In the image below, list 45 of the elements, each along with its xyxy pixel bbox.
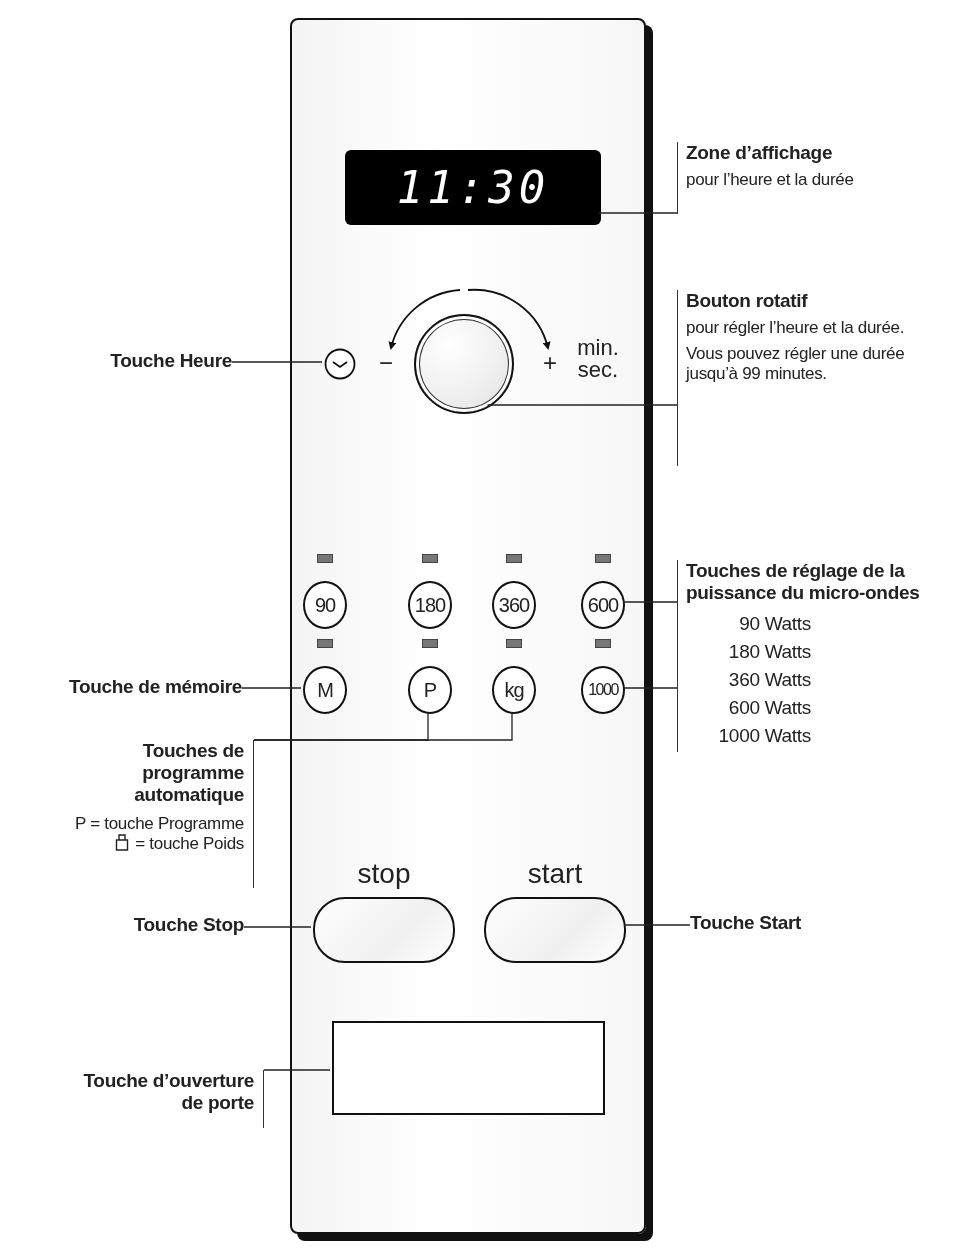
round-key: kg bbox=[492, 666, 536, 714]
minus-sign: − bbox=[378, 348, 394, 378]
power-value: 360 Watts bbox=[727, 668, 811, 692]
power-value: 600 Watts bbox=[727, 696, 811, 720]
callout-title: Zone d’affichage bbox=[686, 142, 834, 164]
leader-line bbox=[622, 601, 678, 603]
leader-line bbox=[623, 924, 691, 926]
power-value: 1000 Watts bbox=[717, 724, 811, 748]
power-value: 90 Watts bbox=[738, 612, 811, 636]
callout-title: Touche Start bbox=[690, 912, 803, 934]
callout-title: Touche d’ouverture de porte bbox=[82, 1070, 254, 1114]
callout-text: pour régler l’heure et la durée. bbox=[686, 318, 906, 338]
round-key: M bbox=[303, 666, 347, 714]
leader-line bbox=[622, 687, 678, 689]
round-key: 180 bbox=[408, 581, 452, 629]
door-release-key bbox=[332, 1021, 605, 1115]
callout-text: = touche Poids bbox=[135, 834, 244, 853]
display-screen: 11:30 bbox=[345, 150, 601, 225]
round-key: P bbox=[408, 666, 452, 714]
leader-line bbox=[486, 404, 678, 406]
power-value: 180 Watts bbox=[727, 640, 811, 664]
round-key: 600 bbox=[581, 581, 625, 629]
leader-line bbox=[263, 1069, 331, 1071]
callout-title: Bouton rotatif bbox=[686, 290, 809, 312]
unit-label: min. sec. bbox=[576, 337, 620, 381]
callout-text: Vous pouvez régler une durée jusqu’à 99 minutes. bbox=[686, 344, 906, 384]
leader-line bbox=[241, 687, 302, 689]
callout-title: Touches de programme automatique bbox=[133, 740, 244, 806]
callout-title: Touche de mémoire bbox=[68, 676, 242, 698]
key-caption: stop bbox=[356, 857, 412, 891]
round-key: 90 bbox=[303, 581, 347, 629]
key-caption: start bbox=[526, 857, 584, 891]
round-key: 360 bbox=[492, 581, 536, 629]
callout-title: Touche Stop bbox=[132, 914, 244, 936]
callout-title: Touches de réglage de la puissance du micro-ondes bbox=[686, 560, 921, 604]
callout-text: P = touche Programme bbox=[74, 814, 244, 834]
round-key: 1000 bbox=[581, 666, 625, 714]
leader-line bbox=[231, 361, 323, 363]
leader-line bbox=[598, 212, 678, 214]
leader-line bbox=[243, 926, 312, 928]
callout-title: Touche Heure bbox=[109, 350, 232, 372]
clock-icon bbox=[324, 348, 356, 380]
leader-line bbox=[253, 711, 513, 741]
plus-sign: + bbox=[542, 348, 558, 378]
callout-text: pour l’heure et la durée bbox=[686, 170, 855, 190]
